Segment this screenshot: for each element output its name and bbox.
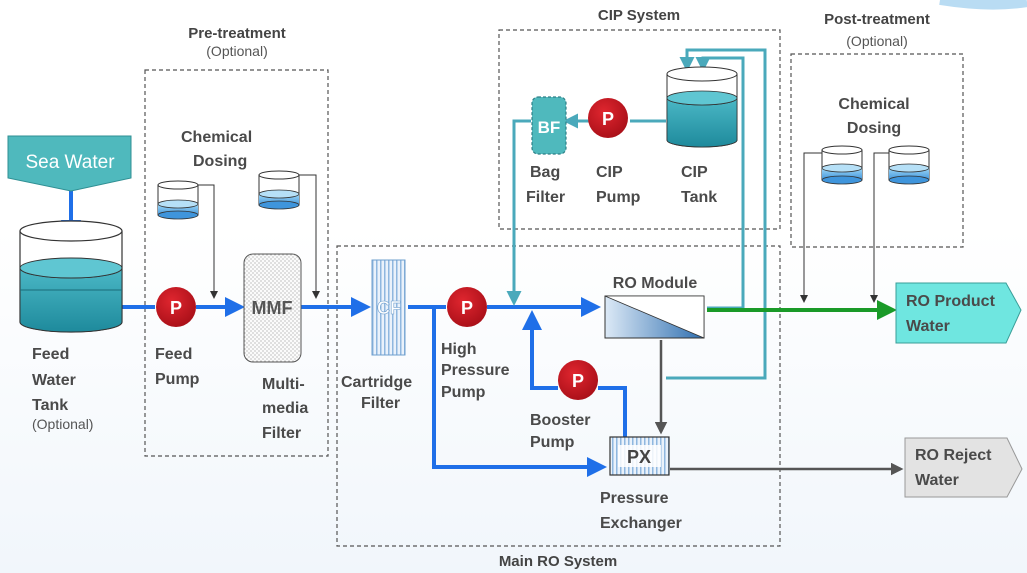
px-symbol: PX <box>627 447 651 467</box>
ro-product-water-output: RO Product Water <box>895 282 1022 344</box>
cip-pump-label-2: Pump <box>596 189 641 206</box>
dosing-tank-post-2 <box>888 145 930 185</box>
product-water-label-1: RO Product <box>906 293 996 310</box>
posttreatment-note: (Optional) <box>846 33 907 49</box>
posttreatment-box <box>790 53 964 248</box>
pretreatment-title: Pre-treatment <box>188 25 286 42</box>
bf-symbol: BF <box>538 118 561 137</box>
ro-module <box>604 295 705 339</box>
feed-water-tank <box>19 220 123 333</box>
mmf-symbol: MMF <box>252 298 293 318</box>
dosing-tank-pre-1 <box>157 180 199 220</box>
decorative-swoosh <box>939 0 1027 10</box>
bag-filter: BF <box>531 96 567 155</box>
feed-pump: P <box>156 287 196 327</box>
sea-water-source: Sea Water <box>7 135 132 192</box>
cf-symbol: CF <box>377 298 401 318</box>
cip-system-title: CIP System <box>598 7 680 24</box>
cip-tank-label-1: CIP <box>681 164 708 181</box>
cip-pump: P <box>588 98 628 138</box>
cf-label-1: Cartridge <box>341 374 412 391</box>
hp-pump-label-3: Pump <box>441 384 486 401</box>
cip-supply-pipe <box>506 119 531 306</box>
cip-pump-symbol: P <box>602 109 614 129</box>
px-label-1: Pressure <box>600 490 669 507</box>
dosing-tank-post-1 <box>821 145 863 185</box>
booster-pump-label-2: Pump <box>530 434 575 451</box>
hp-pump-label-2: Pressure <box>441 362 510 379</box>
chemical-dosing-pre-label-1: Chemical <box>181 129 252 146</box>
cip-pump-label-1: CIP <box>596 164 623 181</box>
cip-tank-label-2: Tank <box>681 189 717 206</box>
cf-label-2: Filter <box>361 395 400 412</box>
booster-pump: P <box>558 360 598 400</box>
cip-tank <box>666 66 738 148</box>
dosing-line-post-1 <box>800 152 822 303</box>
hp-pump-symbol: P <box>461 298 473 318</box>
mmf-label-1: Multi- <box>262 376 305 393</box>
reject-water-label-1: RO Reject <box>915 447 992 464</box>
mmf-label-3: Filter <box>262 425 301 442</box>
dosing-line-pre-1 <box>196 184 218 299</box>
sea-water-label: Sea Water <box>25 152 115 173</box>
feed-tank-label-3: Tank <box>32 397 68 414</box>
cip-system-box <box>498 29 781 230</box>
pretreatment-note: (Optional) <box>206 43 267 59</box>
ro-reject-water-output: RO Reject Water <box>904 437 1023 498</box>
cartridge-filter: CF <box>371 259 406 356</box>
reject-water-label-2: Water <box>915 472 959 489</box>
high-pressure-pump: P <box>447 287 487 327</box>
feed-pump-label-2: Pump <box>155 371 200 388</box>
feed-tank-label-2: Water <box>32 372 76 389</box>
feed-tank-note: (Optional) <box>32 416 93 432</box>
pretreatment-box <box>144 69 329 457</box>
dosing-tank-pre-2 <box>258 170 300 210</box>
bf-label-2: Filter <box>526 189 565 206</box>
chemical-dosing-post-label-2: Dosing <box>847 120 901 137</box>
product-water-label-2: Water <box>906 318 950 335</box>
feed-pump-symbol: P <box>170 298 182 318</box>
booster-pump-label-1: Booster <box>530 412 590 429</box>
cip-return-pipe-2 <box>666 48 767 380</box>
booster-inlet-pipe <box>598 386 627 437</box>
chemical-dosing-post-label-1: Chemical <box>838 96 909 113</box>
posttreatment-title: Post-treatment <box>824 11 930 28</box>
booster-discharge-pipe <box>522 310 558 390</box>
main-ro-system-title: Main RO System <box>499 553 617 570</box>
feed-pump-label-1: Feed <box>155 346 192 363</box>
px-label-2: Exchanger <box>600 515 682 532</box>
dosing-line-post-2 <box>870 152 889 303</box>
chemical-dosing-pre-label-2: Dosing <box>193 153 247 170</box>
multimedia-filter: MMF <box>243 253 302 363</box>
px-feed-pipe <box>432 307 607 477</box>
mmf-label-2: media <box>262 400 308 417</box>
ro-module-label: RO Module <box>613 275 698 292</box>
feed-tank-label-1: Feed <box>32 346 69 363</box>
hp-pump-label-1: High <box>441 341 477 358</box>
booster-pump-symbol: P <box>572 371 584 391</box>
dosing-line-pre-2 <box>298 174 320 299</box>
pressure-exchanger: PX <box>609 436 670 476</box>
bf-label-1: Bag <box>530 164 560 181</box>
